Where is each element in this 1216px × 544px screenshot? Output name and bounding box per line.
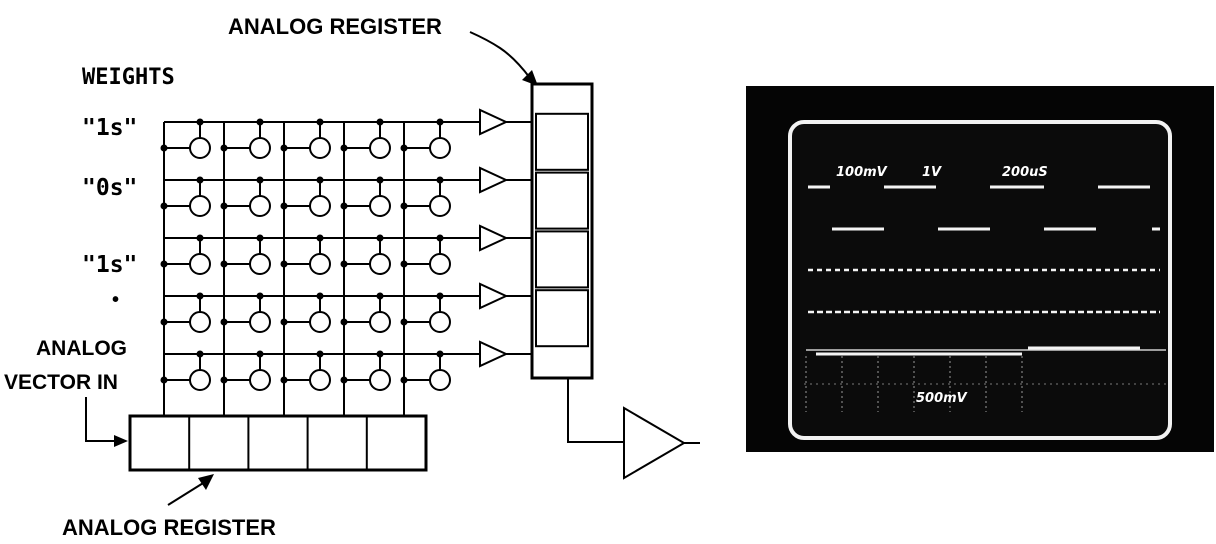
register-frame — [130, 416, 426, 470]
row-label-1s-bottom: "1s" — [82, 252, 137, 278]
weight-cell — [310, 254, 330, 274]
weight-cell — [250, 370, 270, 390]
weight-cell — [430, 370, 450, 390]
continuation-dot: • — [112, 289, 119, 311]
top-register-arrow — [470, 32, 538, 86]
row-amplifier — [480, 284, 506, 308]
weight-cell — [190, 196, 210, 216]
bottom-analog-register — [130, 416, 426, 470]
row-amplifiers — [480, 110, 532, 366]
weight-cell — [430, 312, 450, 332]
readout-ch1: 100mV — [836, 165, 888, 180]
weight-cell — [250, 138, 270, 158]
weight-cell — [190, 138, 210, 158]
weight-cell — [370, 138, 390, 158]
input-label-line2: VECTOR IN — [4, 371, 118, 394]
row-amplifier — [480, 110, 506, 134]
row-label-0s: "0s" — [82, 175, 137, 201]
right-analog-register — [532, 84, 592, 378]
weight-cell — [370, 312, 390, 332]
weight-cell — [190, 254, 210, 274]
row-amplifier — [480, 168, 506, 192]
weight-cell — [190, 370, 210, 390]
readout-ch2: 1V — [922, 165, 942, 180]
top-register-label: ANALOG REGISTER — [228, 14, 442, 39]
row-label-1s-top: "1s" — [82, 115, 137, 141]
weight-cell — [430, 196, 450, 216]
weight-cell — [370, 254, 390, 274]
bottom-register-arrow — [168, 474, 214, 505]
readout-time: 200uS — [1002, 165, 1048, 180]
weight-cell — [250, 254, 270, 274]
weight-cell — [310, 196, 330, 216]
weight-cell — [190, 312, 210, 332]
oscilloscope-photo: 100mV 1V 200uS 500mV — [746, 86, 1214, 452]
weight-cell — [310, 370, 330, 390]
weight-cell — [430, 138, 450, 158]
input-arrow — [86, 397, 128, 447]
weight-crossbar-array — [161, 119, 481, 417]
row-amplifier — [480, 342, 506, 366]
readout-lower: 500mV — [916, 391, 968, 406]
row-amplifier — [480, 226, 506, 250]
weight-cell — [310, 312, 330, 332]
weight-cell — [250, 196, 270, 216]
input-label-line1: ANALOG — [36, 337, 127, 360]
weights-label: WEIGHTS — [82, 65, 175, 90]
bottom-register-label: ANALOG REGISTER — [62, 515, 276, 540]
weight-cell — [430, 254, 450, 274]
weight-cell — [310, 138, 330, 158]
weight-cell — [370, 370, 390, 390]
output-amplifier — [568, 378, 700, 478]
weight-cell — [250, 312, 270, 332]
weight-cell — [370, 196, 390, 216]
